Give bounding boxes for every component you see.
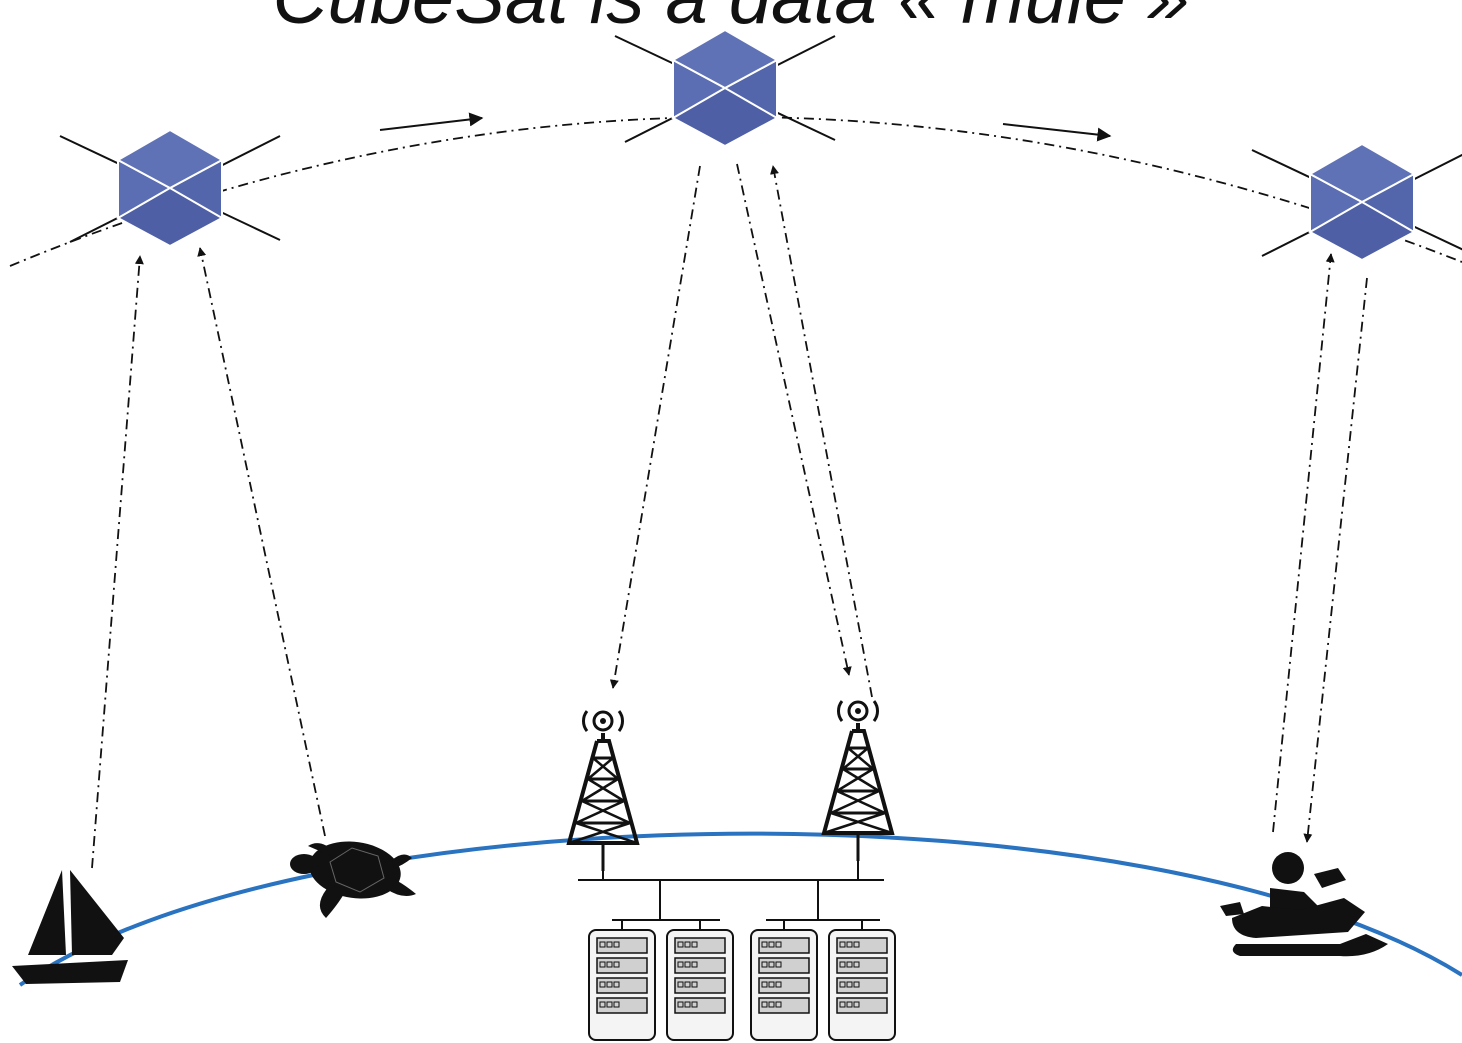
- link-turtle-to-cubesat: [197, 247, 326, 837]
- cubesat-left: [59, 129, 281, 247]
- cubesat-center: [614, 29, 836, 147]
- link-cubesat-to-tower-2: [736, 163, 852, 676]
- earth-surface-line: [18, 831, 1462, 987]
- link-cubesat-to-snowmobile: [1303, 277, 1368, 843]
- orbit-direction-arrow-right: [1002, 123, 1112, 142]
- orbit-direction-arrow-left: [379, 112, 484, 131]
- orbit-path: [9, 116, 1462, 267]
- communication-links: [91, 163, 1368, 869]
- snowmobile-rider-icon: [1220, 852, 1388, 957]
- ground-network: [578, 860, 884, 932]
- server-rack-4: [828, 929, 896, 1041]
- link-cubesat-to-tower-1: [609, 165, 701, 689]
- link-tower-2-to-cubesat: [770, 165, 873, 698]
- server-rack-3: [750, 929, 818, 1041]
- server-rack-2: [666, 929, 734, 1041]
- cubesat-right: [1251, 143, 1462, 261]
- sailboat-icon: [12, 870, 128, 984]
- sea-turtle-icon: [290, 841, 416, 918]
- link-snowmobile-to-cubesat: [1272, 253, 1335, 833]
- server-rack-1: [588, 929, 656, 1041]
- ground-antenna-tower-1: [567, 709, 639, 873]
- link-sailboat-to-cubesat: [91, 255, 144, 869]
